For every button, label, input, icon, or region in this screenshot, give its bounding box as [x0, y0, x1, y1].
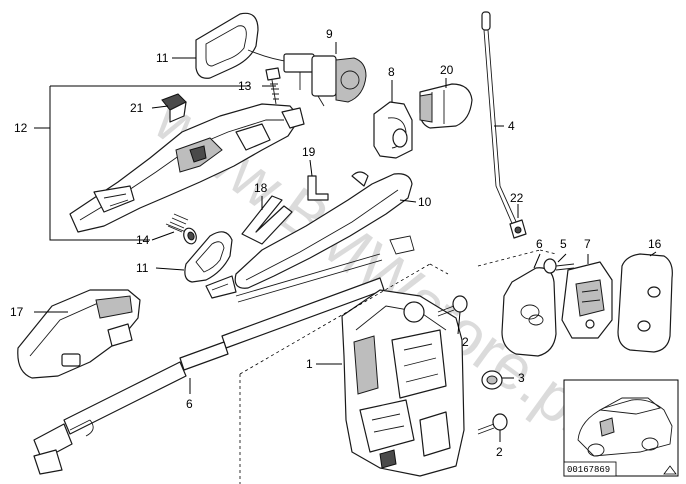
part-3-grommet[interactable]: [481, 370, 503, 390]
part-5-cable[interactable]: [33, 277, 385, 475]
rod-handle-to-lock: [235, 235, 415, 303]
part-16-screw[interactable]: [165, 213, 198, 246]
part-19-spring[interactable]: [241, 195, 293, 245]
part-14-handle-carrier[interactable]: [69, 103, 305, 233]
part-2-screw-lower[interactable]: [477, 413, 508, 435]
callout-13: 11: [156, 51, 169, 65]
part-9-cap[interactable]: [373, 101, 413, 159]
part-18-inner-handle[interactable]: [17, 289, 141, 379]
triangle-icon: [663, 465, 677, 475]
car-wheel-rear: [641, 437, 659, 451]
callout-2-upper: 2: [462, 335, 469, 349]
callout-16: 14: [136, 233, 150, 247]
callout-4: 4: [508, 119, 515, 133]
callout-1: 1: [306, 357, 313, 371]
callout-22: 21: [130, 101, 144, 115]
callout-15: 13: [238, 79, 252, 93]
leader-lines: [34, 42, 657, 442]
car-body-outline: [577, 399, 673, 457]
part-8-striker[interactable]: [561, 261, 613, 339]
part-7-gasket[interactable]: [501, 267, 557, 357]
callout-labels: 9 11 8 20 13 21 12 4 19 18 10 22 14 6 5 …: [10, 27, 662, 459]
part-11-lock-cylinder[interactable]: [247, 49, 367, 107]
part-6-screw[interactable]: [543, 258, 575, 274]
part-1-door-lock[interactable]: [341, 289, 465, 477]
callout-19: 18: [254, 181, 268, 195]
callout-7: 6: [536, 237, 543, 251]
part-13-seal[interactable]: [195, 12, 259, 79]
callout-3: 3: [518, 371, 525, 385]
part-21-cap[interactable]: [419, 83, 473, 129]
guide-lines: [239, 249, 557, 484]
callout-23: 22: [510, 191, 524, 205]
callout-10: 10: [418, 195, 432, 209]
callout-8: 7: [584, 237, 591, 251]
part-20-bracket[interactable]: [307, 175, 329, 201]
callout-6: 5: [560, 237, 567, 251]
callout-20: 19: [302, 145, 316, 159]
part-17-cover[interactable]: [617, 253, 673, 353]
callout-21: 20: [440, 63, 454, 77]
callout-17: 16: [648, 237, 662, 251]
part-12-seal[interactable]: [184, 231, 233, 283]
callout-5: 6: [186, 397, 193, 411]
callout-9: 8: [388, 65, 395, 79]
callout-18: 17: [10, 305, 24, 319]
callout-2-lower: 2: [496, 445, 503, 459]
callout-12: 11: [136, 261, 149, 275]
car-door-highlight: [599, 417, 615, 437]
part-15-screw[interactable]: [265, 67, 281, 105]
part-10-door-handle[interactable]: [205, 171, 413, 299]
inset-code: 00167869: [567, 465, 610, 475]
part-23-clip[interactable]: [509, 219, 527, 239]
callout-14: 12: [14, 121, 28, 135]
part-4-rod[interactable]: [481, 11, 519, 229]
car-windows-outline: [598, 397, 661, 415]
car-locator-inset: 00167869: [563, 379, 679, 477]
callout-11: 9: [326, 27, 333, 41]
car-wheel-front: [587, 443, 605, 457]
